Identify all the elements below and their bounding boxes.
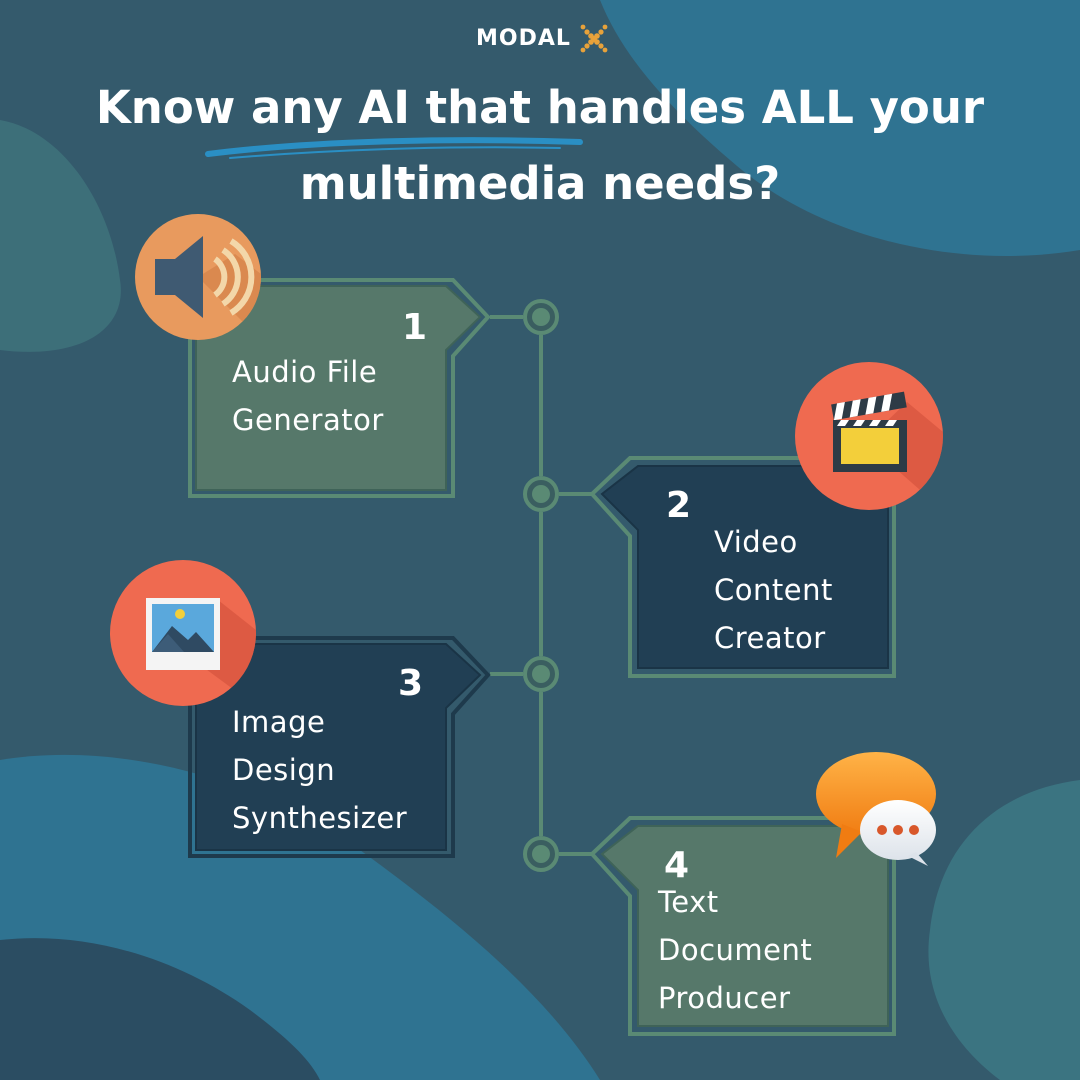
- card-label-line-3: Creator: [714, 621, 826, 655]
- brand-name: MODAL: [476, 25, 571, 51]
- card-label: Image Design Synthesizer: [232, 698, 407, 842]
- card-image-design-synthesizer: 3 Image Design Synthesizer: [188, 636, 493, 858]
- card-label-line-2: Design: [232, 753, 336, 787]
- headline-underline: [205, 137, 583, 159]
- card-outline: [188, 278, 491, 498]
- card-label: Text Document Producer: [658, 878, 812, 1022]
- speaker-icon: [135, 214, 261, 340]
- card-label-line-1: Video: [714, 525, 798, 559]
- card-label-line-1: Image: [232, 705, 326, 739]
- timeline-nodes: [523, 299, 559, 872]
- card-label-line-2: Content: [714, 573, 833, 607]
- page-title: Know any AI that handles ALL your multim…: [0, 70, 1080, 222]
- card-outline: [188, 636, 491, 858]
- card-label: Audio File Generator: [232, 348, 384, 444]
- brand-logo: MODAL: [476, 22, 611, 54]
- card-number: 3: [398, 663, 424, 704]
- card-label-line-3: Synthesizer: [232, 801, 408, 835]
- image-icon: [110, 560, 256, 706]
- card-label-line-2: Generator: [232, 403, 384, 437]
- card-number: 4: [664, 845, 690, 886]
- card-audio-file-generator: 1 Audio File Generator: [188, 278, 493, 498]
- card-label-line-2: Document: [658, 933, 813, 967]
- card-label-line-1: Audio File: [232, 355, 378, 389]
- logo-mark-icon: [580, 24, 608, 53]
- clapperboard-icon: [795, 362, 943, 510]
- card-label: Video Content Creator: [714, 518, 833, 662]
- card-label-line-3: Producer: [658, 981, 791, 1015]
- card-number: 2: [666, 485, 692, 526]
- card-video-content-creator: 2 Video Content Creator: [590, 456, 896, 678]
- card-label-line-1: Text: [658, 885, 719, 919]
- page-title-line-1: Know any AI that handles ALL your: [95, 81, 985, 134]
- chat-bubbles-icon: [816, 752, 936, 866]
- page-title-line-2: multimedia needs?: [299, 157, 781, 210]
- card-number: 1: [402, 307, 428, 348]
